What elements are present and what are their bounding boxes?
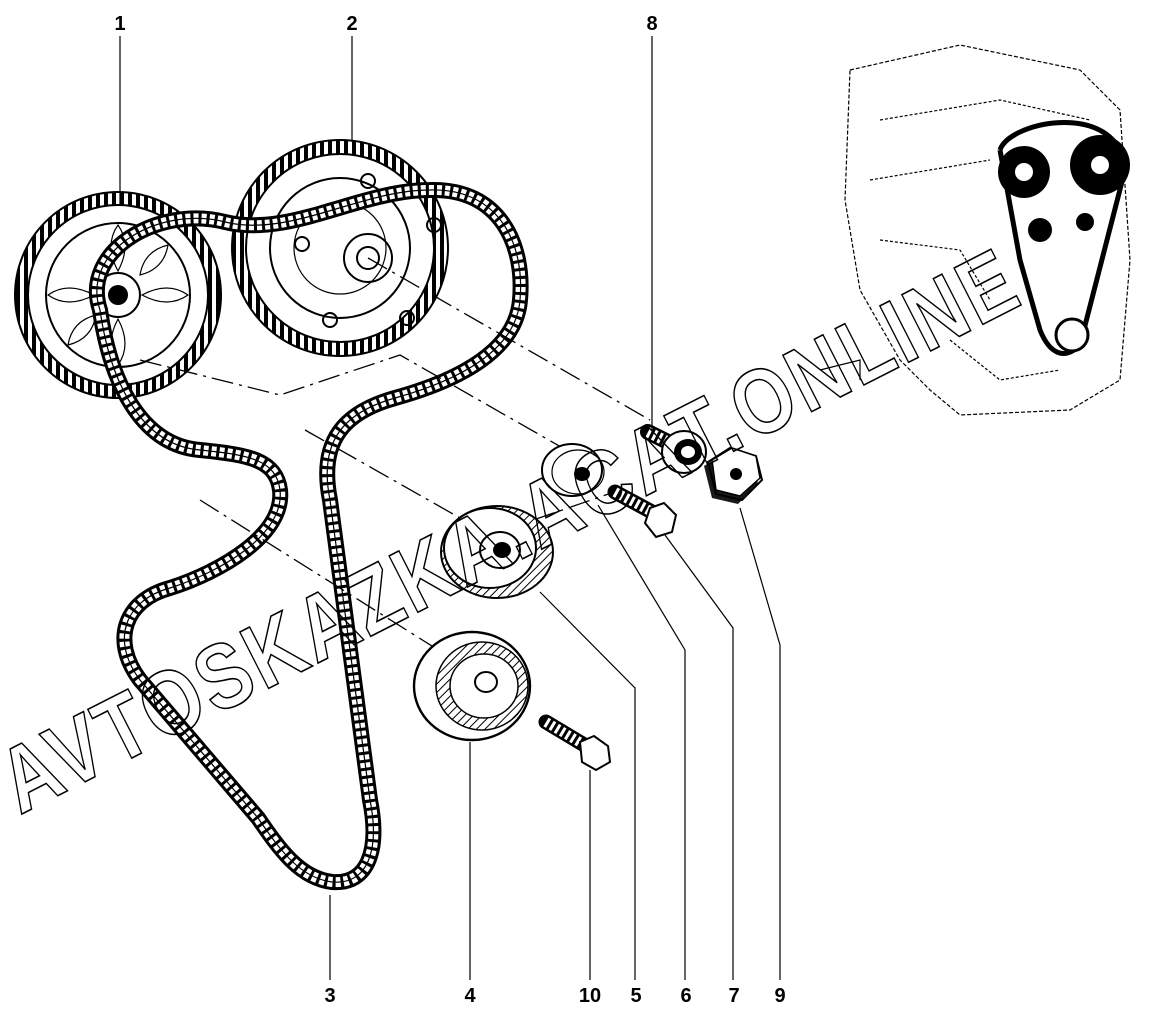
callout-2: 2	[346, 13, 357, 35]
engine-thumbnail	[819, 44, 1131, 416]
nut-cap	[704, 446, 764, 504]
callout-5: 5	[630, 985, 641, 1007]
washer-spacer	[541, 443, 605, 497]
bolt-8-flanged	[640, 424, 707, 474]
bolt-7	[607, 484, 678, 539]
assembly-axis-lines	[139, 257, 651, 671]
leader-lines	[119, 36, 781, 980]
callout-1: 1	[114, 13, 125, 35]
timing-belt	[89, 181, 529, 891]
camshaft-sprocket-right	[231, 139, 449, 357]
callout-7: 7	[728, 985, 739, 1007]
callout-9: 9	[774, 985, 785, 1007]
callout-8: 8	[646, 13, 657, 35]
idler-pulley	[440, 505, 554, 599]
callout-10: 10	[579, 985, 601, 1007]
bolt-10	[538, 714, 612, 772]
callout-3: 3	[324, 985, 335, 1007]
camshaft-sprocket-left	[14, 191, 222, 399]
callout-4: 4	[464, 985, 476, 1007]
tensioner-roller	[412, 630, 532, 742]
callout-6: 6	[680, 985, 691, 1007]
